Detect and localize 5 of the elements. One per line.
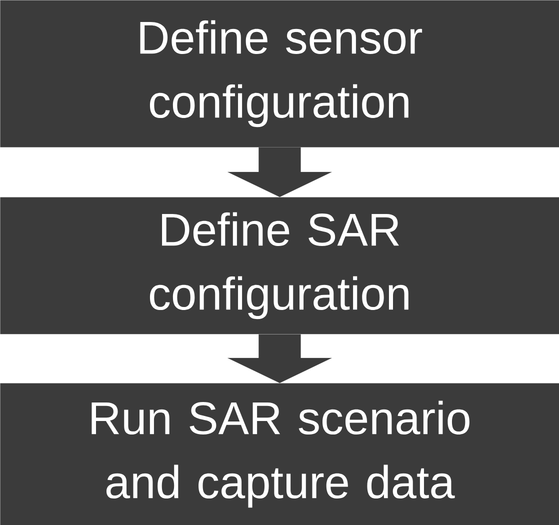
- process-box: Define SAR configuration: [0, 197, 559, 334]
- arrow: [228, 334, 332, 384]
- arrow: [228, 147, 332, 198]
- process-box: Run SAR scenario and capture data: [0, 383, 559, 525]
- process-box: Define sensor configuration: [0, 0, 559, 148]
